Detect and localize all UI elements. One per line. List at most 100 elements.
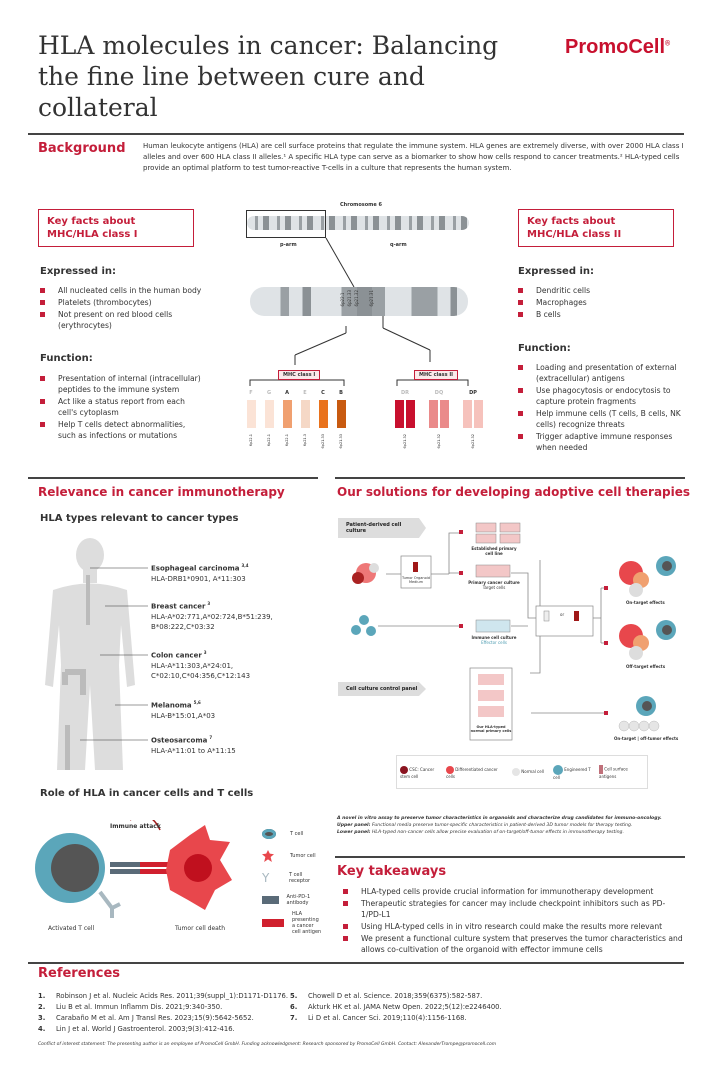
mhc-class2-label: MHC class II — [414, 370, 459, 380]
reference-number: 7. — [290, 1014, 298, 1022]
gene-bar — [336, 400, 346, 428]
gene-location: 6p21.33 — [339, 434, 343, 449]
medium-label: Tumor Organoid Medium — [402, 576, 430, 584]
list-item: Act like a status report from each cell'… — [40, 396, 205, 418]
gene-label: A — [285, 390, 289, 396]
legend-label: T cell receptor — [289, 872, 311, 884]
gene-bar-segment — [318, 400, 328, 428]
reference-number: 6. — [290, 1003, 298, 1011]
gene-label: B — [339, 390, 343, 396]
band-label: 6p21.32 — [354, 290, 359, 307]
workflow-lines — [351, 522, 676, 741]
caption-upper-text: Functional media preserve tumor-specific… — [370, 823, 633, 828]
divider — [335, 856, 685, 858]
class2-function-list: Loading and presentation of external (ex… — [518, 362, 693, 454]
gene-bar — [395, 400, 415, 428]
reference-item: 1.Robinson J et al. Nucleic Acids Res. 2… — [38, 991, 288, 1002]
legend-label: CSC: Cancer stem cell — [400, 766, 435, 779]
list-item: Not present on red blood cells (erythroc… — [40, 309, 190, 331]
solutions-heading: Our solutions for developing adoptive ce… — [337, 485, 691, 499]
cancer-name-text: Melanoma — [151, 701, 192, 710]
gene-bar-segment — [282, 400, 292, 428]
footer-statement: Conflict of interest statement: The pres… — [38, 1042, 497, 1047]
list-item: Loading and presentation of external (ex… — [518, 362, 693, 384]
legend-label: Cell surface antigens — [599, 766, 628, 780]
cancer-hla: HLA-A*11:303,A*24:01, C*02:10,C*04:356,C… — [151, 661, 251, 680]
gene-bar — [282, 400, 292, 428]
class2-expressed-list: Dendritic cells Macrophages B cells — [518, 285, 688, 321]
gene-A: A 6p22.1 — [282, 390, 292, 448]
gene-bar-segment — [300, 400, 310, 428]
gene-bar — [429, 400, 449, 428]
gene-bar-segment — [474, 400, 483, 428]
class1-function-heading: Function: — [40, 353, 93, 364]
list-item: Therapeutic strategies for cancer may in… — [343, 898, 683, 920]
takeaways-heading: Key takeaways — [337, 864, 447, 879]
reference-item: 2.Liu B et al. Immun Inflamm Dis. 2021;9… — [38, 1002, 288, 1013]
reference-number: 2. — [38, 1003, 46, 1011]
p-arm-label: p-arm — [280, 242, 297, 248]
reference-item: 6.Akturk HK et al. JAMA Netw Open. 2022;… — [290, 1002, 540, 1013]
gene-label: DP — [469, 390, 477, 396]
list-item: Trigger adaptive immune responses when n… — [518, 431, 693, 453]
gene-bar-segment — [246, 400, 256, 428]
band-label: 6p21.33 — [347, 290, 352, 307]
list-item: All nucleated cells in the human body — [40, 285, 240, 296]
divider — [28, 477, 318, 479]
gene-location: 6p21.32 — [471, 434, 475, 449]
gene-G: G 6p22.1 — [264, 390, 274, 448]
cancer-name-text: Esophageal carcinoma — [151, 564, 240, 573]
class1-function-list: Presentation of internal (intracellular)… — [40, 373, 205, 442]
list-item: Presentation of internal (intracellular)… — [40, 373, 205, 395]
reference-number: 4. — [38, 1025, 46, 1033]
reference-item: 3.Carabaño M et al. Am J Transl Res. 202… — [38, 1013, 288, 1024]
role-heading: Role of HLA in cancer cells and T cells — [40, 788, 254, 799]
cancer-hla: HLA-A*02:771,A*02:724,B*51:239, B*08:222… — [151, 612, 273, 631]
divider — [28, 133, 684, 135]
gene-label: G — [266, 390, 272, 396]
list-item: Help T cells detect abnormalities, such … — [40, 419, 205, 441]
gene-location: 6p21.33 — [321, 434, 325, 449]
reference-text: Li D et al. Cancer Sci. 2019;110(4):1156… — [308, 1014, 467, 1022]
antigen-icon — [599, 765, 603, 774]
legend-label: T cell — [290, 831, 304, 837]
connector-lines — [249, 237, 469, 386]
gene-label: E — [303, 390, 307, 396]
caption-upper-label: Upper panel: — [337, 823, 371, 828]
gene-bar — [318, 400, 328, 428]
gene-bar-segment — [395, 400, 404, 428]
antibody-icon — [262, 896, 279, 904]
panel-lower-label: Cell culture control panel — [338, 682, 426, 696]
normal-cell-icon — [512, 768, 520, 776]
gene-label: C — [321, 390, 325, 396]
class2-title: Key facts about MHC/HLA class II — [518, 209, 674, 247]
solutions-diagram: Patient-derived cell culture Cell cultur… — [336, 518, 696, 808]
cancer-name-text: Breast cancer — [151, 602, 206, 611]
gene-location: 6p22.1 — [267, 434, 271, 447]
class1-expressed-heading: Expressed in: — [40, 266, 117, 277]
gene-location: 6p21.32 — [403, 434, 407, 449]
cancer-name-text: Osteosarcoma — [151, 736, 208, 745]
csc-icon — [400, 765, 408, 774]
solutions-caption: A novel in vitro assay to preserve tumor… — [337, 815, 682, 836]
class1-expressed-list: All nucleated cells in the human body Pl… — [40, 285, 240, 332]
gene-bar-segment — [406, 400, 415, 428]
gene-location: 6p22.1 — [285, 434, 289, 447]
effector-label: Effector cells — [481, 640, 507, 645]
cancer-hla: HLA-A*11:01 to A*11:15 — [151, 746, 236, 755]
p-arm-highlight — [246, 210, 326, 238]
cancer-ref: 5,6 — [193, 700, 201, 705]
gene-location: 6p21.32 — [437, 434, 441, 449]
reference-item: 4.Lin J et al. World J Gastroenterol. 20… — [38, 1024, 288, 1035]
cancer-cell-icon — [446, 765, 454, 774]
